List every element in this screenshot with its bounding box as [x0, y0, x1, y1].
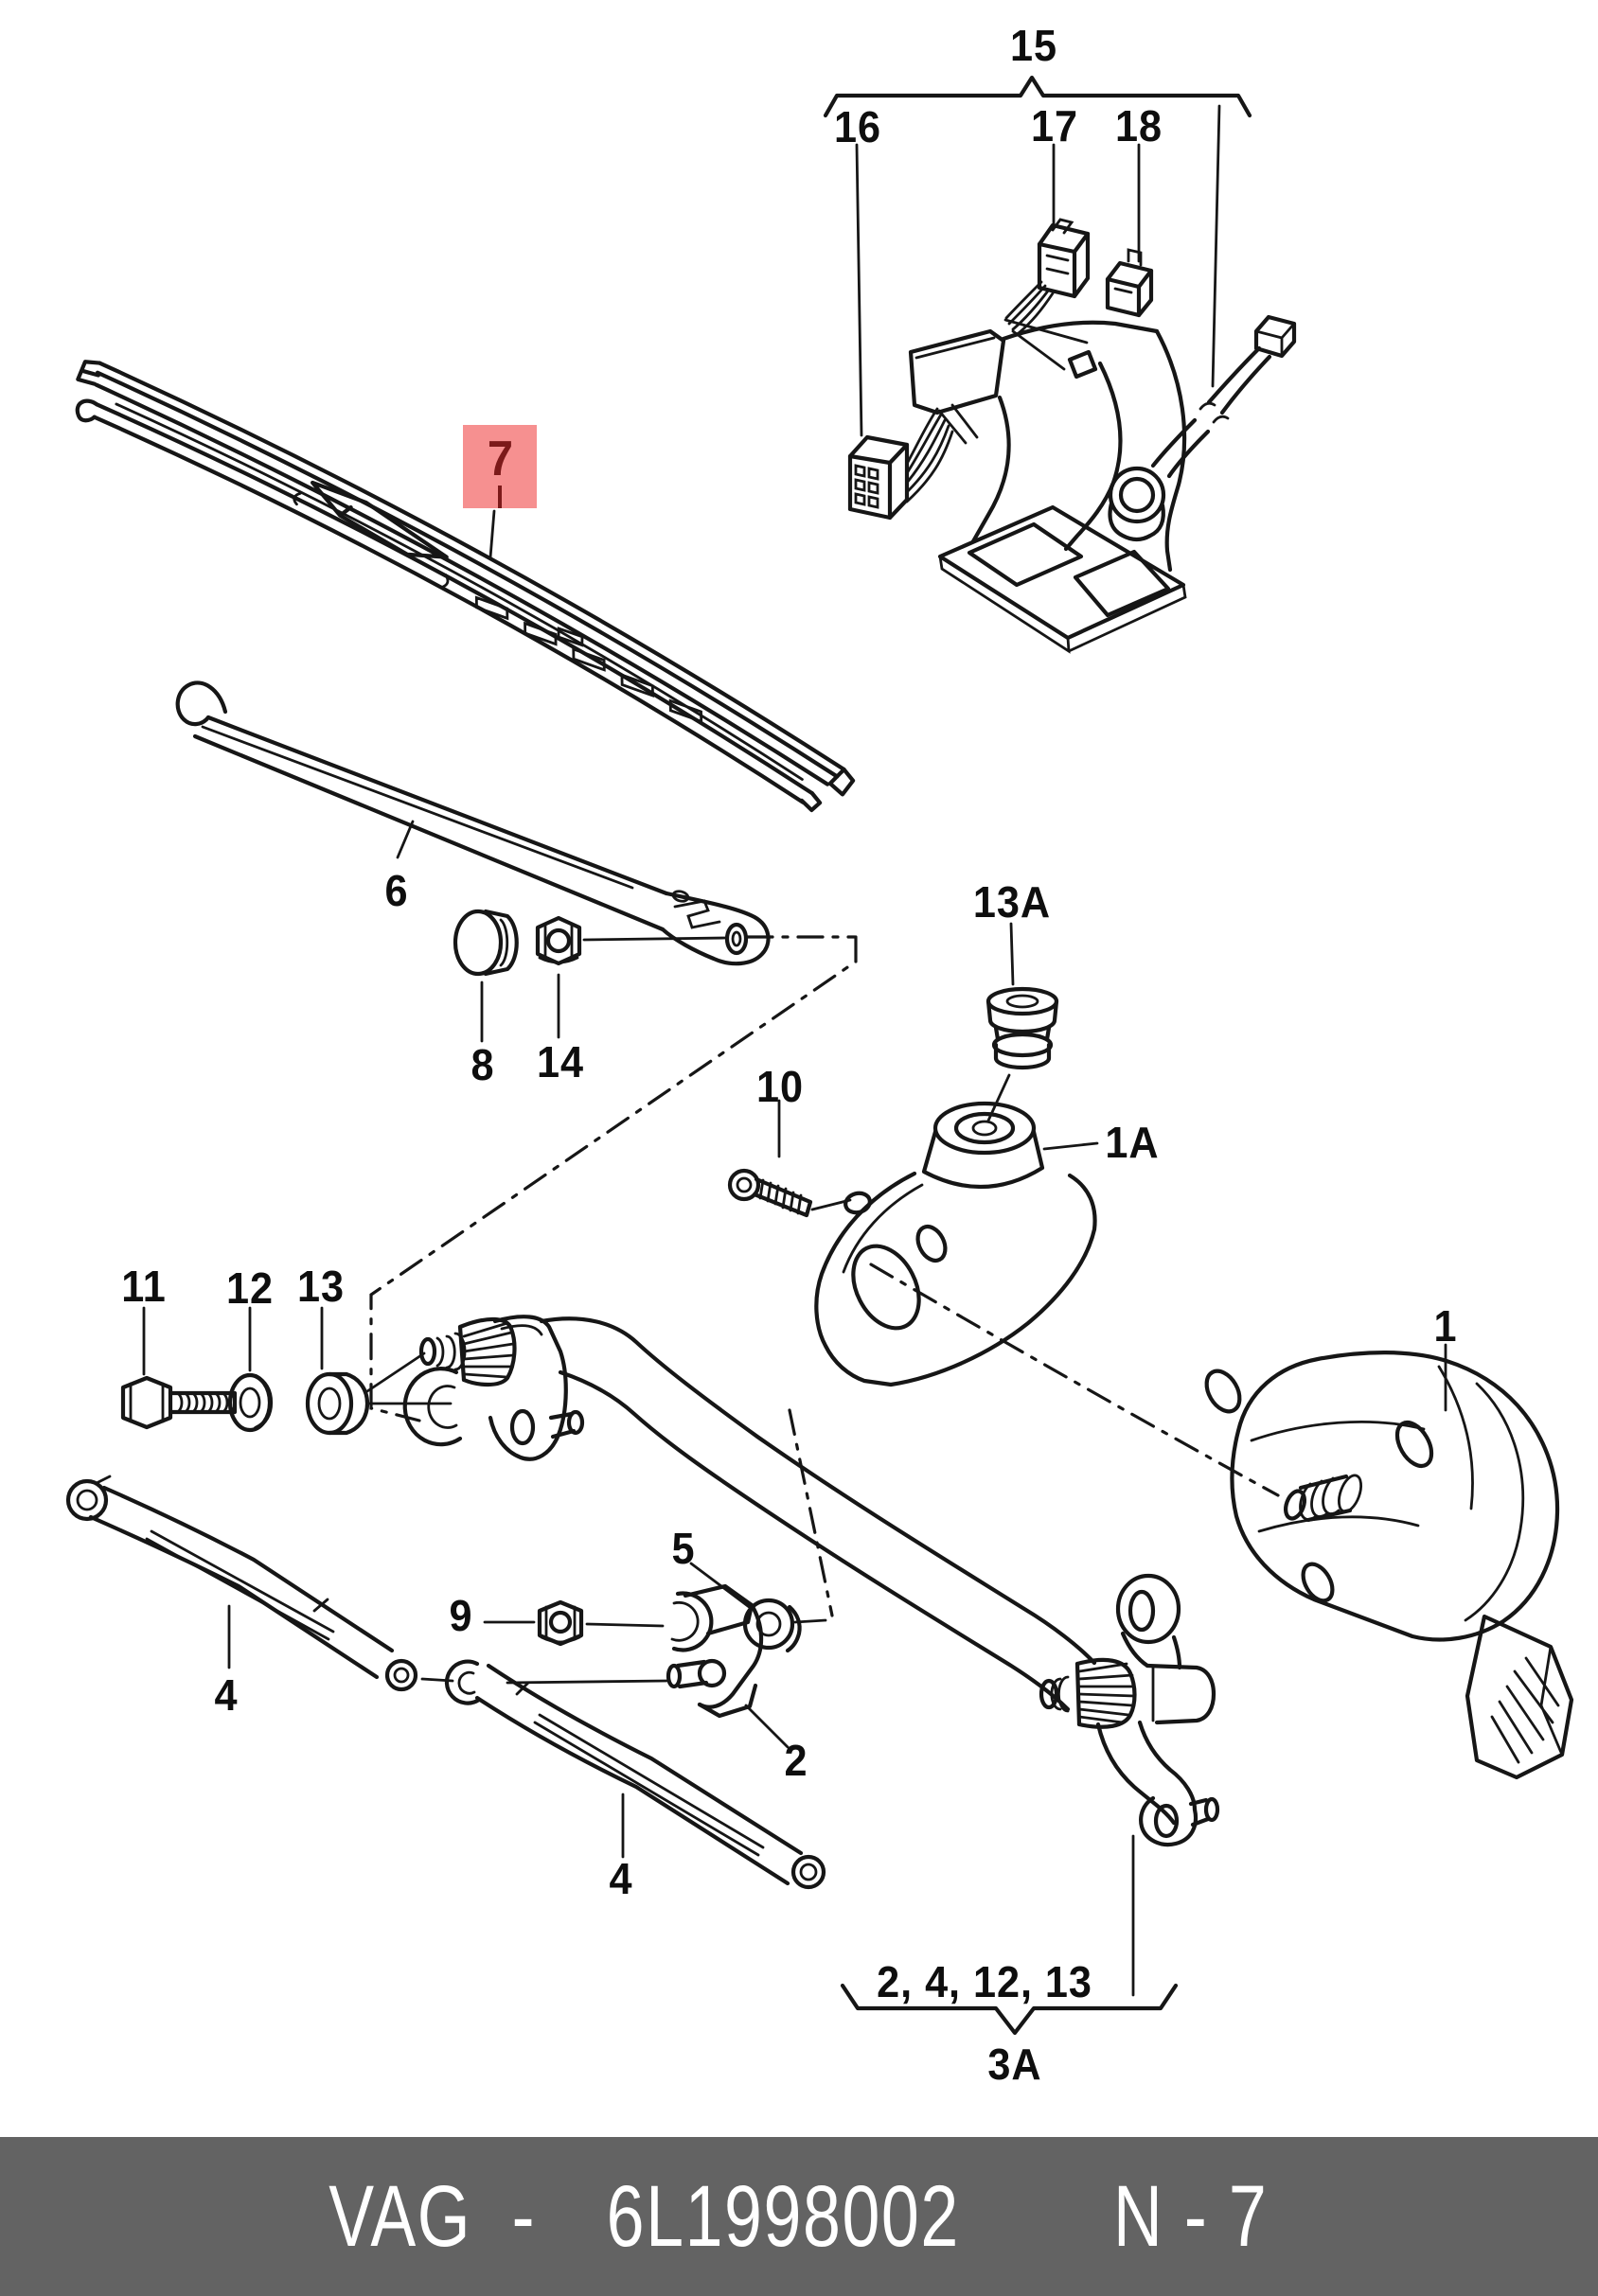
nut-14-drawing [535, 915, 582, 966]
part-label-4-upper[interactable]: 4 [214, 1670, 239, 1720]
footer-page-code: N - 7 [1112, 2168, 1268, 2265]
label-7-leader-tick [498, 486, 502, 508]
screw-10-drawing [727, 1168, 852, 1218]
footer-bar: VAG - 6L1998002 N - 7 [0, 2137, 1598, 2296]
part-label-16[interactable]: 16 [834, 102, 881, 151]
rod-4-lower-drawing [444, 1659, 826, 1890]
label-leader-lines [142, 509, 1447, 1859]
nut-9-drawing [483, 1599, 665, 1647]
part-label-15[interactable]: 15 [1010, 21, 1057, 70]
part-label-8[interactable]: 8 [471, 1040, 495, 1089]
construction-lines [369, 935, 1280, 1685]
part-label-12[interactable]: 12 [226, 1263, 274, 1313]
wiper-blade-drawing [75, 360, 856, 813]
rod-4-upper-drawing [65, 1475, 418, 1692]
part-label-11[interactable]: 11 [121, 1262, 167, 1311]
washer-12-drawing [227, 1372, 274, 1433]
connector-16-drawing [847, 407, 954, 521]
part-label-13[interactable]: 13 [297, 1262, 345, 1311]
group-callout-list: 2, 4, 12, 13 [877, 1957, 1092, 2006]
part-label-1a[interactable]: 1A [1105, 1118, 1160, 1167]
part-label-2[interactable]: 2 [784, 1736, 808, 1785]
washer-5-drawing [742, 1598, 802, 1653]
part-label-17[interactable]: 17 [1031, 101, 1078, 150]
part-label-6[interactable]: 6 [384, 866, 409, 915]
bushing-13-drawing [305, 1351, 453, 1436]
footer-part-number-group: VAG - 6L1998002 [309, 2173, 1010, 2260]
bolt-11-drawing [120, 1375, 238, 1430]
left-crank-drawing [402, 1315, 585, 1461]
footer-separator: - [512, 2168, 537, 2265]
cable-and-cap-drawing [1108, 314, 1297, 542]
relay-18-drawing [1105, 248, 1154, 318]
part-label-14[interactable]: 14 [537, 1037, 584, 1086]
footer-brand: VAG [328, 2168, 472, 2265]
part-label-13a[interactable]: 13A [972, 877, 1052, 927]
highlighted-part-label-7[interactable]: 7 [463, 425, 537, 508]
bracket-1a-drawing [814, 1101, 1097, 1387]
footer-part-number: 6L1998002 [606, 2168, 960, 2265]
connector-17-drawing [1003, 218, 1091, 371]
grommet-13a-drawing [985, 986, 1059, 1070]
right-crank-drawing [1039, 1573, 1220, 1847]
wiper-arm-drawing [175, 680, 771, 966]
callout-bracket-3a [840, 1834, 1179, 2036]
part-label-7: 7 [487, 432, 513, 486]
link-rod-drawing [539, 1316, 1097, 1712]
group-ref-3a: 3A [987, 2040, 1042, 2089]
part-label-9[interactable]: 9 [449, 1591, 473, 1640]
harness-bracket-drawing [908, 320, 1187, 654]
part-label-4-lower[interactable]: 4 [609, 1854, 633, 1903]
part-label-18[interactable]: 18 [1115, 101, 1163, 150]
part-label-10[interactable]: 10 [756, 1062, 804, 1111]
part-label-5[interactable]: 5 [671, 1524, 696, 1573]
cap-8-drawing [453, 909, 519, 977]
wiper-motor-drawing [1204, 1351, 1574, 1780]
part-label-1[interactable]: 1 [1433, 1301, 1458, 1351]
callout-bracket-15 [823, 75, 1252, 437]
